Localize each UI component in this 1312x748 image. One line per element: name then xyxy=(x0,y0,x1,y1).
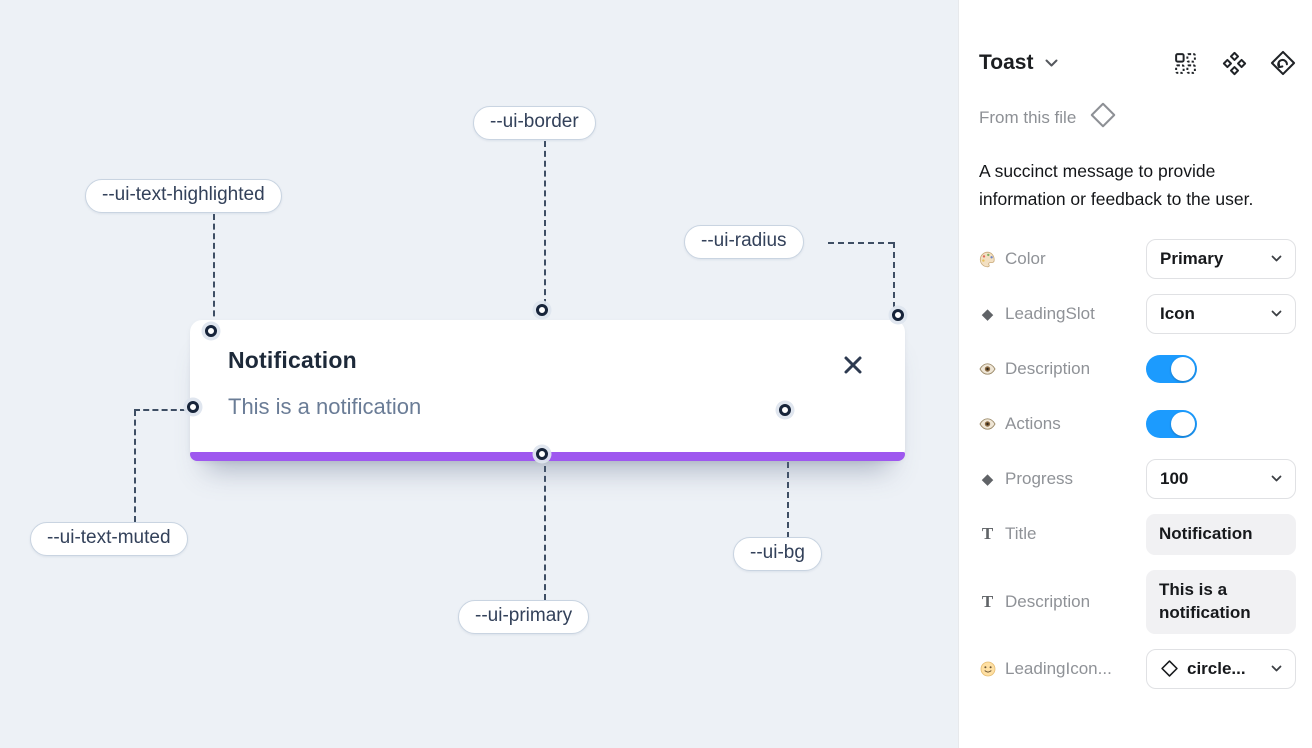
property-list: Color Primary ◆ LeadingSlot Icon xyxy=(979,239,1296,689)
chip-ui-text-highlighted[interactable]: --ui-text-highlighted xyxy=(85,179,282,213)
connector-dot-primary[interactable] xyxy=(536,448,548,460)
panel-header: Toast xyxy=(979,50,1296,76)
prop-row-description-text: T Description This is a notification xyxy=(979,569,1296,634)
design-canvas[interactable]: Notification This is a notification --ui… xyxy=(0,0,958,748)
title-input[interactable]: Notification xyxy=(1146,514,1296,555)
component-title: Toast xyxy=(979,51,1034,74)
prop-row-leadingslot: ◆ LeadingSlot Icon xyxy=(979,294,1296,334)
connector-line-radius-h xyxy=(828,242,894,244)
leadingslot-select[interactable]: Icon xyxy=(1146,294,1296,334)
toggle-knob xyxy=(1171,412,1195,436)
prop-label-text: LeadingSlot xyxy=(1005,304,1095,323)
prop-row-actions-toggle: Actions xyxy=(979,404,1296,444)
toast-description: This is a notification xyxy=(228,394,422,419)
chip-ui-bg[interactable]: --ui-bg xyxy=(733,537,822,571)
toast-component[interactable]: Notification This is a notification xyxy=(190,320,905,461)
prop-label-text: Progress xyxy=(1005,469,1074,488)
toast-progress-bar xyxy=(190,452,905,461)
progress-select[interactable]: 100 xyxy=(1146,459,1296,499)
chevron-down-icon[interactable] xyxy=(1045,59,1058,68)
select-value: Primary xyxy=(1160,249,1224,268)
select-value: 100 xyxy=(1160,469,1189,488)
connector-line-text-highlighted xyxy=(213,214,215,326)
eye-icon xyxy=(979,363,996,375)
diamond-icon: ◆ xyxy=(981,471,994,488)
chevron-down-icon xyxy=(1271,310,1282,318)
actions-toggle[interactable] xyxy=(1146,410,1197,438)
instances-grid-icon[interactable] xyxy=(1172,50,1198,76)
prop-row-description-toggle: Description xyxy=(979,349,1296,389)
connector-line-text-muted-h xyxy=(134,409,186,411)
source-row: From this file xyxy=(979,100,1296,135)
select-value: circle... xyxy=(1187,658,1246,678)
chip-ui-radius[interactable]: --ui-radius xyxy=(684,225,804,259)
prop-label-text: Color xyxy=(1005,249,1046,268)
source-label: From this file xyxy=(979,107,1077,127)
connector-line-border xyxy=(544,141,546,305)
chip-ui-border[interactable]: --ui-border xyxy=(473,106,596,140)
diamond-outline-icon xyxy=(1160,659,1179,678)
chevron-down-icon xyxy=(1271,665,1282,673)
component-diamonds-icon[interactable] xyxy=(1221,50,1247,76)
prop-label-text: LeadingIcon... xyxy=(1005,658,1112,678)
prop-row-title: T Title Notification xyxy=(979,514,1296,555)
connector-line-bg xyxy=(787,422,789,538)
component-description: A succinct message to provide informatio… xyxy=(979,161,1254,209)
description-toggle[interactable] xyxy=(1146,355,1197,383)
eye-icon xyxy=(979,418,996,430)
chip-ui-text-muted[interactable]: --ui-text-muted xyxy=(30,522,188,556)
connector-dot-text-highlighted[interactable] xyxy=(205,325,217,337)
description-input[interactable]: This is a notification xyxy=(1146,569,1296,634)
prop-row-progress: ◆ Progress 100 xyxy=(979,459,1296,499)
prop-label-text: Actions xyxy=(1005,414,1061,433)
palette-icon xyxy=(979,251,996,268)
prop-label-text: Title xyxy=(1005,524,1037,544)
connector-dot-text-muted[interactable] xyxy=(187,401,199,413)
toast-title: Notification xyxy=(228,347,357,373)
properties-panel: Toast xyxy=(958,0,1312,748)
connector-line-text-muted-v xyxy=(134,410,136,522)
diamond-icon: ◆ xyxy=(981,306,994,323)
diamond-outline-icon xyxy=(1088,100,1118,135)
connector-dot-radius[interactable] xyxy=(892,309,904,321)
connector-dot-bg[interactable] xyxy=(779,404,791,416)
chevron-down-icon xyxy=(1271,255,1282,263)
connector-line-radius-v xyxy=(893,242,895,308)
color-select[interactable]: Primary xyxy=(1146,239,1296,279)
leadingicon-select[interactable]: circle... xyxy=(1146,648,1296,689)
connector-line-primary xyxy=(544,466,546,600)
chip-ui-primary[interactable]: --ui-primary xyxy=(458,600,590,634)
text-icon: T xyxy=(981,591,994,611)
text-icon: T xyxy=(981,524,994,544)
select-value: Icon xyxy=(1160,304,1195,323)
prop-label-text: Description xyxy=(1005,591,1091,611)
prop-row-color: Color Primary xyxy=(979,239,1296,279)
diamond-swap-icon[interactable] xyxy=(1270,50,1296,76)
prop-label-text: Description xyxy=(1005,359,1091,378)
smiley-icon xyxy=(979,661,996,677)
connector-dot-border[interactable] xyxy=(536,304,548,316)
close-icon[interactable] xyxy=(841,353,865,377)
chevron-down-icon xyxy=(1271,475,1282,483)
prop-row-leadingicon: LeadingIcon... circle... xyxy=(979,648,1296,689)
toggle-knob xyxy=(1171,357,1195,381)
